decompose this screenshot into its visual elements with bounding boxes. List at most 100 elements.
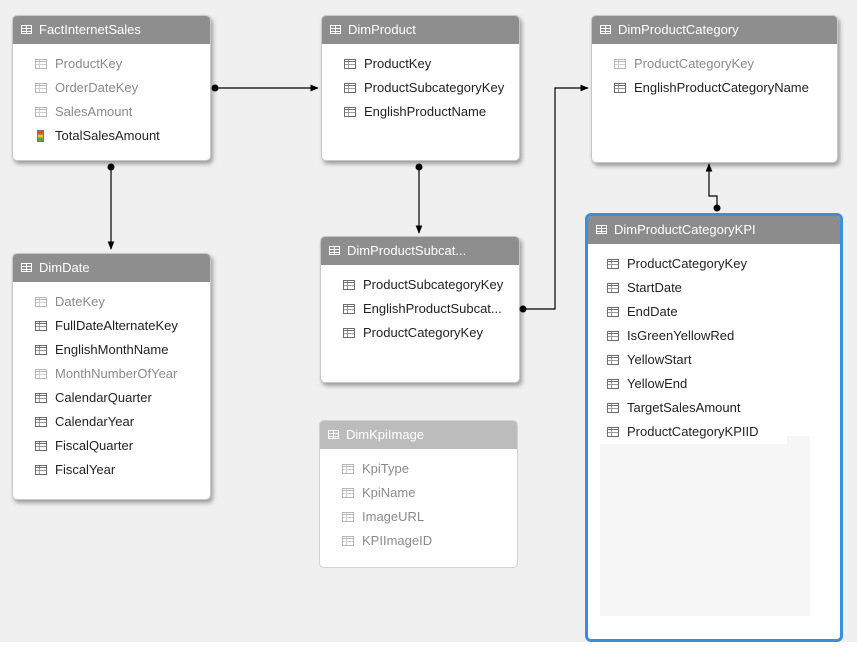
relationship-kpi-category[interactable] [705,163,721,212]
table-title: DimProduct [348,22,416,37]
table-header[interactable]: FactInternetSales [13,16,210,44]
column-icon [342,512,354,522]
field-label: MonthNumberOfYear [55,366,178,381]
field-fiscalyear[interactable]: FiscalYear [13,458,210,482]
table-title: DimDate [39,260,90,275]
column-icon [607,259,619,269]
table-dim-kpi-image[interactable]: DimKpiImage KpiType KpiName ImageURL KPI… [319,420,518,568]
field-fulldatealternatekey[interactable]: FullDateAlternateKey [13,314,210,338]
column-icon [607,331,619,341]
column-icon [607,283,619,293]
field-label: TargetSalesAmount [627,400,741,415]
field-orderdatekey[interactable]: OrderDateKey [13,76,210,100]
field-startdate[interactable]: StartDate [588,276,840,300]
field-label: FiscalQuarter [55,438,134,453]
field-kpiname[interactable]: KpiName [320,481,517,505]
field-label: ProductSubcategoryKey [363,277,504,292]
table-dim-product-category-kpi[interactable]: DimProductCategoryKPI ProductCategoryKey… [585,213,843,642]
field-totalsalesamount[interactable]: TotalSalesAmount [13,124,210,148]
field-fiscalquarter[interactable]: FiscalQuarter [13,434,210,458]
column-icon [607,307,619,317]
field-label: FullDateAlternateKey [55,318,178,333]
table-dim-date[interactable]: DimDate DateKey FullDateAlternateKey Eng… [12,253,211,500]
table-title: DimKpiImage [346,427,425,442]
field-yellowend[interactable]: YellowEnd [588,372,840,396]
field-kpitype[interactable]: KpiType [320,457,517,481]
field-englishproductcategoryname[interactable]: EnglishProductCategoryName [592,76,837,100]
table-dim-product-subcategory[interactable]: DimProductSubcat... ProductSubcategoryKe… [320,236,520,383]
table-fact-internet-sales[interactable]: FactInternetSales ProductKey OrderDateKe… [12,15,211,161]
table-title: FactInternetSales [39,22,141,37]
field-label: YellowEnd [627,376,688,391]
table-header[interactable]: DimProductSubcat... [321,237,519,265]
table-icon [21,25,32,34]
table-header[interactable]: DimProductCategoryKPI [588,216,840,244]
field-label: EnglishProductSubcat... [363,301,502,316]
relationship-sales-product[interactable] [211,84,319,92]
field-calendarquarter[interactable]: CalendarQuarter [13,386,210,410]
column-icon [344,83,356,93]
column-icon [614,59,626,69]
field-productcategorykey[interactable]: ProductCategoryKey [592,52,837,76]
table-icon [596,225,607,234]
field-englishproductsubcategoryname[interactable]: EnglishProductSubcat... [321,297,519,321]
field-targetsalesamount[interactable]: TargetSalesAmount [588,396,840,420]
field-list: ProductSubcategoryKey EnglishProductSubc… [321,265,519,345]
column-icon [35,321,47,331]
field-englishmonthname[interactable]: EnglishMonthName [13,338,210,362]
field-kpiimageid[interactable]: KPIImageID [320,529,517,553]
field-isgreenyellowred[interactable]: IsGreenYellowRed [588,324,840,348]
column-icon [607,427,619,437]
field-label: StartDate [627,280,682,295]
field-label: CalendarQuarter [55,390,152,405]
table-dim-product-category[interactable]: DimProductCategory ProductCategoryKey En… [591,15,838,163]
field-label: TotalSalesAmount [55,128,160,143]
field-productsubcategorykey[interactable]: ProductSubcategoryKey [322,76,519,100]
field-productkey[interactable]: ProductKey [13,52,210,76]
table-icon [328,430,339,439]
field-enddate[interactable]: EndDate [588,300,840,324]
column-icon [607,403,619,413]
column-icon [35,369,47,379]
field-yellowstart[interactable]: YellowStart [588,348,840,372]
field-label: KpiType [362,461,409,476]
field-productcategorykpiid[interactable]: ProductCategoryKPIID [588,420,787,444]
table-icon [21,263,32,272]
canvas-bottom-edge [0,642,857,655]
field-productsubcategorykey[interactable]: ProductSubcategoryKey [321,273,519,297]
column-icon [35,465,47,475]
field-label: CalendarYear [55,414,135,429]
column-icon [344,107,356,117]
relationship-sales-date[interactable] [107,163,115,250]
field-list: ProductKey ProductSubcategoryKey English… [322,44,519,124]
column-icon [343,328,355,338]
table-header[interactable]: DimProductCategory [592,16,837,44]
field-label: KPIImageID [362,533,433,548]
field-datekey[interactable]: DateKey [13,290,210,314]
field-productcategorykey[interactable]: ProductCategoryKey [321,321,519,345]
table-icon [329,246,340,255]
table-header[interactable]: DimKpiImage [320,421,517,449]
relationship-product-subcategory[interactable] [415,163,423,234]
field-productcategorykey[interactable]: ProductCategoryKey [588,252,840,276]
table-title: DimProductCategoryKPI [614,222,756,237]
column-icon [607,379,619,389]
table-header[interactable]: DimProduct [322,16,519,44]
field-salesamount[interactable]: SalesAmount [13,100,210,124]
table-header[interactable]: DimDate [13,254,210,282]
relationship-subcategory-category[interactable] [519,84,589,313]
field-calendaryear[interactable]: CalendarYear [13,410,210,434]
field-label: FiscalYear [55,462,116,477]
field-productkey[interactable]: ProductKey [322,52,519,76]
field-list: ProductCategoryKey StartDate EndDate IsG… [588,244,840,444]
column-icon [343,304,355,314]
column-icon [35,107,47,117]
table-dim-product[interactable]: DimProduct ProductKey ProductSubcategory… [321,15,520,161]
field-label: EnglishProductName [364,104,487,119]
field-monthnumberofyear[interactable]: MonthNumberOfYear [13,362,210,386]
field-imageurl[interactable]: ImageURL [320,505,517,529]
field-label: ProductKey [55,56,123,71]
field-list: ProductKey OrderDateKey SalesAmount Tota… [13,44,210,148]
field-englishproductname[interactable]: EnglishProductName [322,100,519,124]
field-label: OrderDateKey [55,80,139,95]
